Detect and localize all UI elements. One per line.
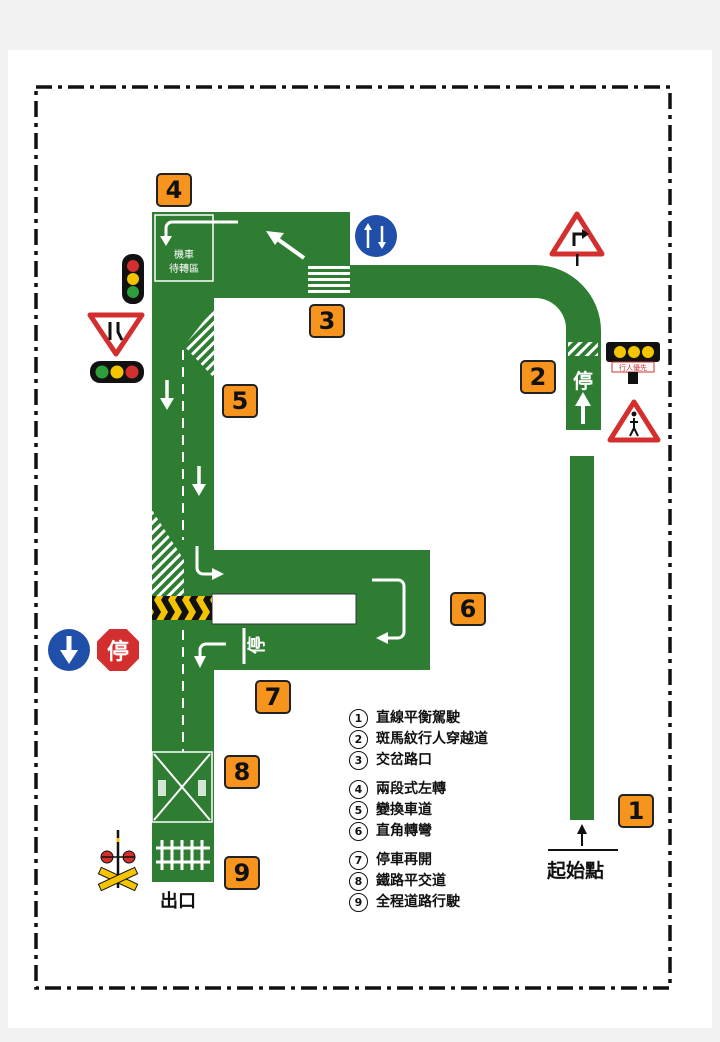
stop-marking-2: 停 [573,369,593,393]
stop-sign: 停 [95,627,141,673]
legend-item: 5 變換車道 [349,800,488,821]
station-badge-6: 6 [450,592,486,626]
legend-text: 兩段式左轉 [376,781,446,797]
legend-marker: 2 [349,729,368,749]
right-turn-arrow [195,546,214,576]
station-badge-8: 8 [224,755,260,789]
legend-item: 9 全程道路行駛 [349,892,488,913]
station-badge-5: 5 [222,384,258,418]
waiting-zone-line1: 機車 [174,248,194,261]
legend-text: 變換車道 [376,802,432,818]
legend-marker: 8 [349,871,368,891]
hatched-area-top [184,308,214,378]
legend-marker: 4 [349,779,368,799]
start-marker [548,824,618,851]
two-stage-turn-sign [355,215,397,257]
legend-text: 停車再開 [376,852,432,868]
station-badge-7: 7 [255,680,291,714]
legend-text: 直角轉彎 [376,823,432,839]
u-turn-arrow [372,578,406,640]
station-badge-1: 1 [618,794,654,828]
turn-island [211,593,357,625]
pedestrian-signal: 行人優先 [606,342,660,384]
legend-text: 直線平衡駕駛 [376,710,460,726]
legend-marker: 7 [349,850,368,870]
station-badge-9: 9 [224,856,260,890]
railroad-crossing-signal [97,830,139,892]
traffic-light-horizontal [90,361,144,383]
crosswalk-2 [568,342,598,356]
legend-marker: 6 [349,821,368,841]
railroad-tracks [156,840,210,870]
left-turn-arrow [164,220,238,240]
turn-warning-sign [549,211,605,266]
legend-item: 1 直線平衡駕駛 [349,708,488,729]
diagonal-arrow [274,236,306,260]
traffic-light-vertical [122,254,144,304]
waiting-zone-line2: 待轉區 [169,262,199,275]
ped-signal-text: 行人優先 [619,363,647,372]
station-legend: 1 直線平衡駕駛 2 斑馬紋行人穿越道 3 交岔路口 4 兩段式左轉 5 變換車道 6 直角… [349,708,488,913]
hatched-area-middle [152,510,184,596]
legend-marker: 5 [349,800,368,820]
legend-marker: 9 [349,892,368,912]
left-down-arrow [198,642,226,660]
pedestrian-warning-sign [607,399,661,443]
legend-marker: 1 [349,708,368,728]
legend-text: 鐵路平交道 [376,873,446,889]
legend-item: 4 兩段式左轉 [349,779,488,800]
legend-text: 斑馬紋行人穿越道 [376,731,488,747]
station-badge-3: 3 [309,304,345,338]
legend-item: 2 斑馬紋行人穿越道 [349,729,488,750]
legend-text: 全程道路行駛 [376,894,460,910]
exit-label: 出口 [160,891,196,912]
lane-merge-sign [87,312,145,357]
legend-item: 7 停車再開 [349,850,488,871]
legend-item: 8 鐵路平交道 [349,871,488,892]
crosswalk-3 [308,266,350,293]
legend-item: 6 直角轉彎 [349,821,488,842]
legend-marker: 3 [349,750,368,770]
turn-waiting-box [154,214,214,282]
station-badge-2: 2 [520,360,556,394]
stop-marking-7: 停 [246,636,268,654]
start-label: 起始點 [547,860,605,882]
curved-road [348,265,601,430]
hazard-stripe [152,596,212,620]
stop-sign-text: 停 [107,639,129,665]
straight-only-sign [48,629,90,671]
legend-item: 3 交岔路口 [349,750,488,771]
railroad-crossing-marking [151,751,213,823]
station-badge-4: 4 [156,173,192,207]
legend-text: 交岔路口 [376,752,432,768]
straight-balance-lane [570,456,594,820]
